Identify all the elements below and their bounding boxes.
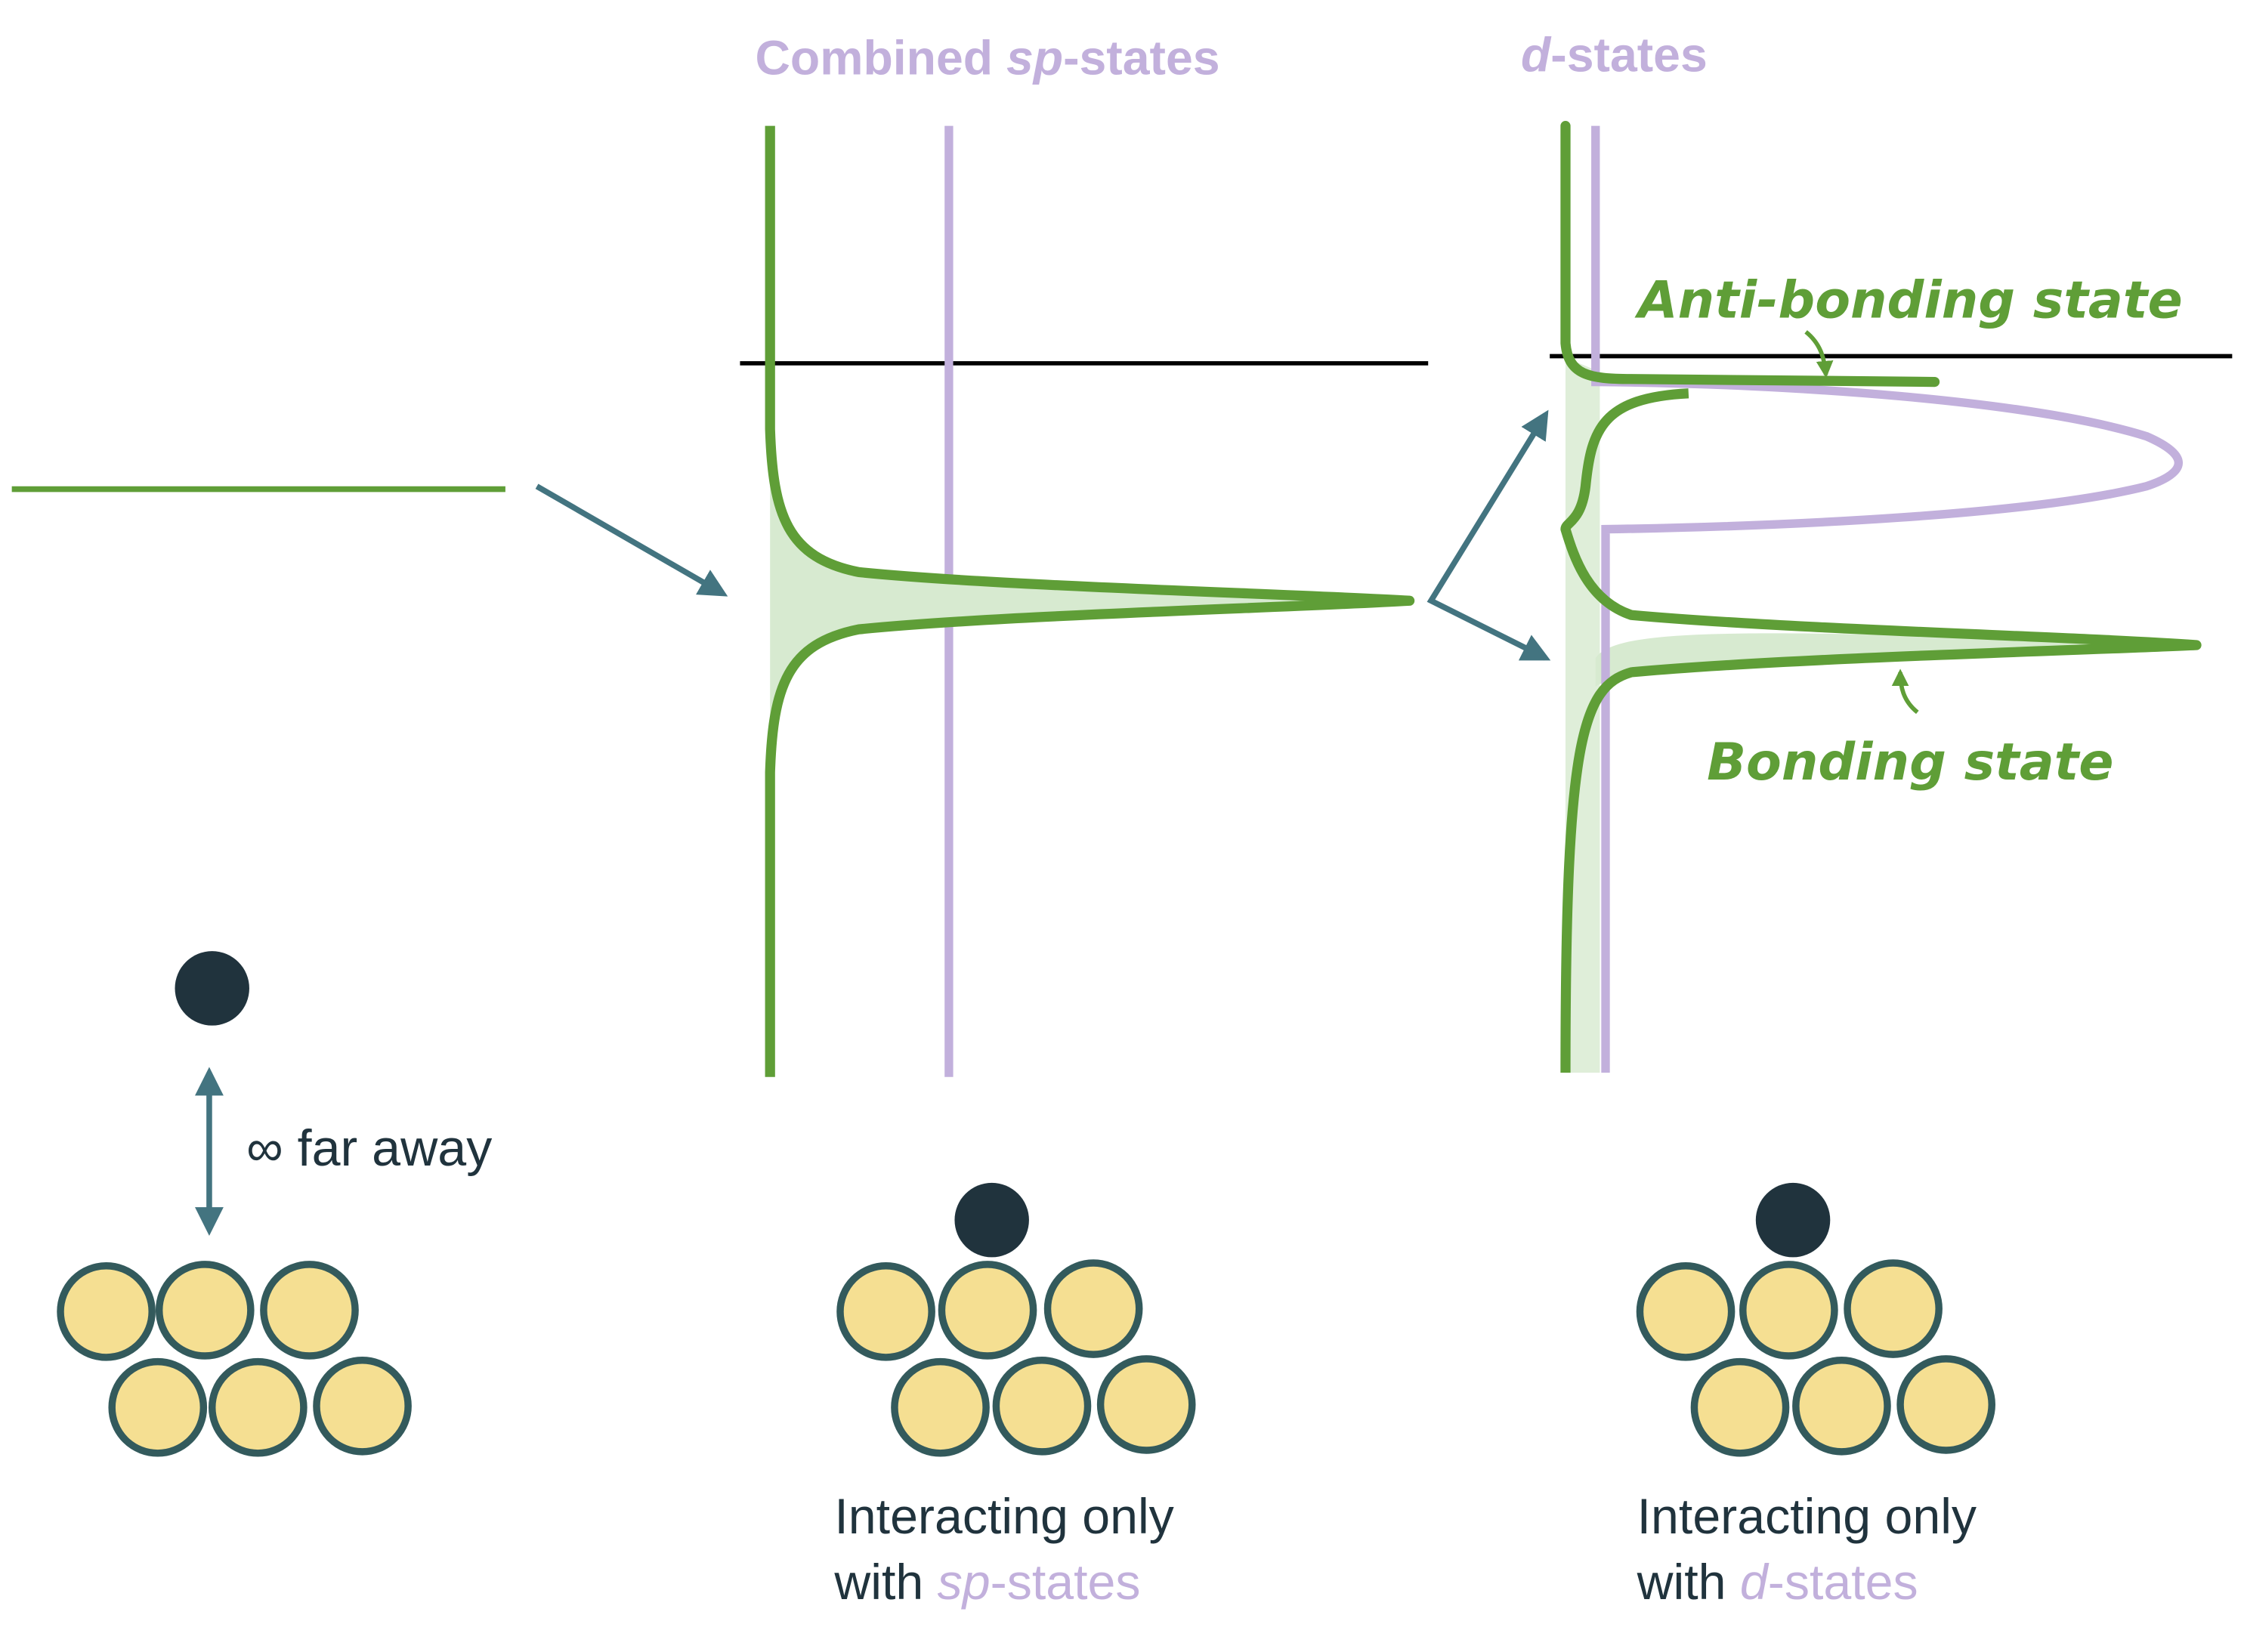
far-away-label: ∞ far away bbox=[246, 1119, 492, 1177]
anti-bonding-pointer bbox=[1804, 330, 1834, 378]
adsorbate-atom bbox=[954, 1182, 1029, 1258]
d-low-density-fill bbox=[1565, 357, 1600, 1073]
bonding-curve bbox=[1560, 388, 2202, 1073]
sp-states-panel bbox=[740, 125, 1429, 1077]
bonding-label: Bonding state bbox=[1707, 733, 2113, 792]
d-band-curve bbox=[1591, 125, 2183, 1073]
metal-surface-sp bbox=[836, 1259, 1196, 1457]
d-states-title: d-states bbox=[1521, 28, 1708, 82]
sp-scene: Interacting only with sp-states bbox=[833, 1182, 1196, 1610]
sp-caption-line1: Interacting only bbox=[834, 1489, 1173, 1545]
bonding-pointer bbox=[1891, 669, 1919, 715]
d-caption-line2: with d-states bbox=[1637, 1555, 1918, 1610]
adsorbate-dos-sp-curve bbox=[765, 125, 1415, 1077]
metal-surface-d bbox=[1636, 1259, 1995, 1457]
sp-caption-line2: with sp-states bbox=[833, 1555, 1140, 1610]
split-arrows bbox=[1426, 409, 1551, 661]
d-caption-line1: Interacting only bbox=[1637, 1489, 1977, 1545]
d-scene: Interacting only with d-states bbox=[1636, 1182, 1995, 1610]
split-arrow bbox=[1426, 409, 1551, 661]
sp-states-title: Combined sp-states bbox=[755, 30, 1219, 85]
anti-bonding-curve bbox=[1560, 121, 1940, 388]
sp-peak-fill bbox=[770, 429, 1410, 773]
anti-bonding-label: Anti-bonding state bbox=[1634, 270, 2183, 330]
metal-surface-left bbox=[57, 1261, 412, 1457]
far-away-scene: ∞ far away bbox=[57, 951, 492, 1457]
d-states-panel bbox=[1550, 121, 2233, 1073]
arrow-to-sp bbox=[535, 483, 728, 597]
adsorbate-atom bbox=[175, 951, 249, 1026]
adsorbate-atom bbox=[1755, 1182, 1831, 1258]
